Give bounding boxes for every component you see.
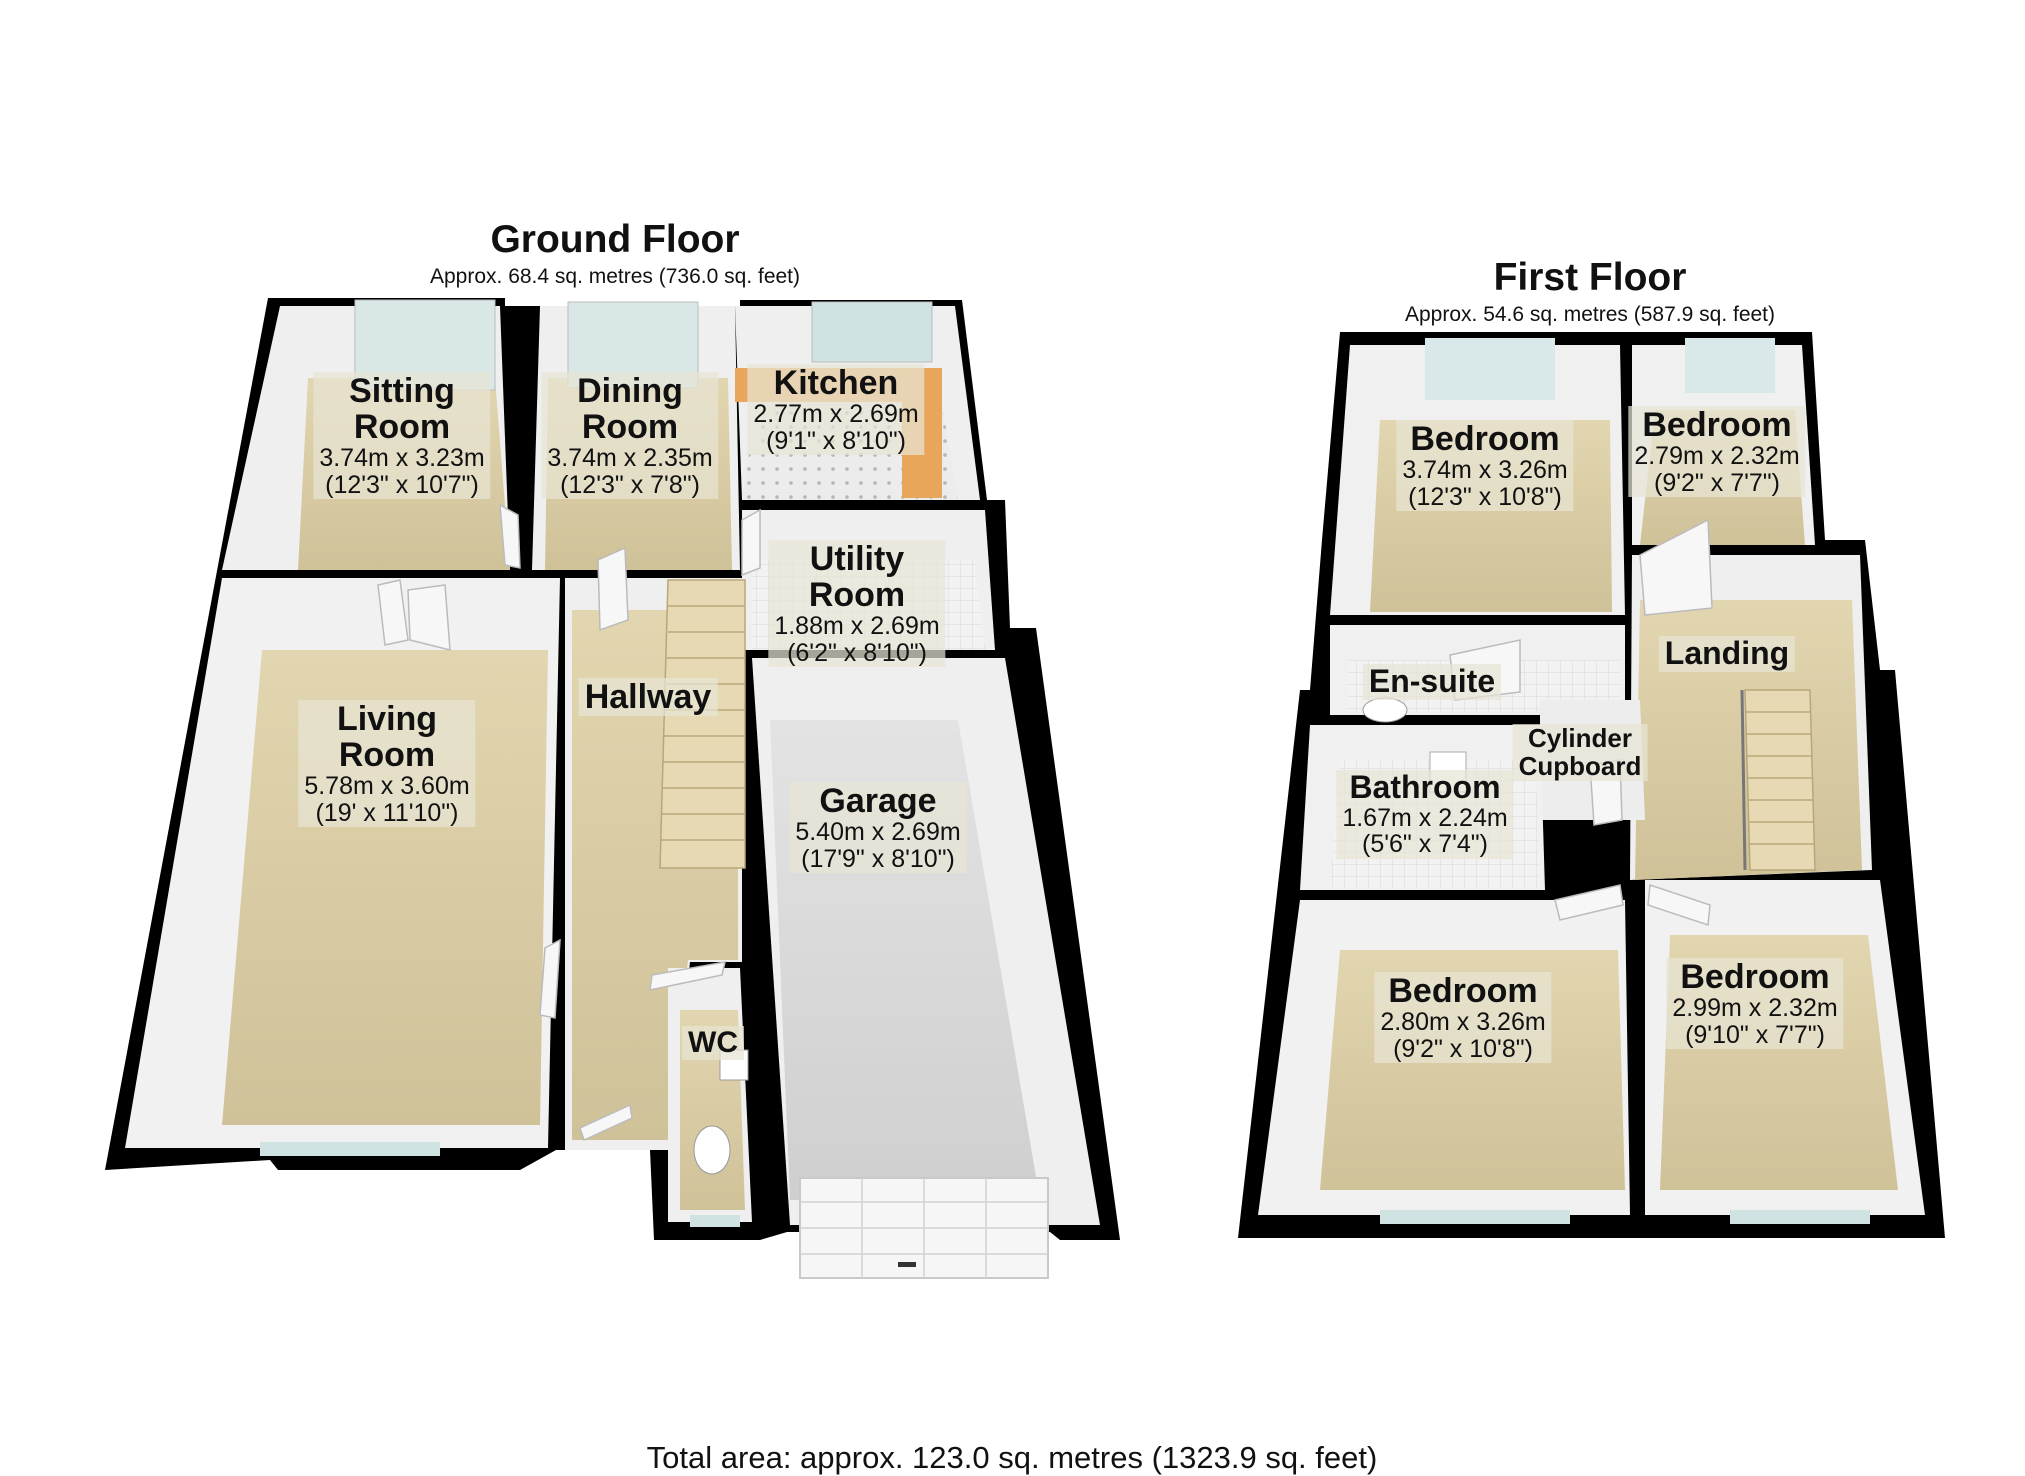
bedroom-4-metric: 2.99m x 2.32m <box>1672 994 1838 1023</box>
garage-label: Garage 5.40m x 2.69m (17'9" x 8'10") <box>789 782 967 874</box>
garage-metric: 5.40m x 2.69m <box>795 818 961 847</box>
cylinder-cupboard-name: Cylinder Cupboard <box>1518 723 1642 781</box>
dining-room-metric: 3.74m x 2.35m <box>547 444 713 473</box>
wc-front-window <box>690 1215 740 1227</box>
utility-room-metric: 1.88m x 2.69m <box>774 612 940 641</box>
garage-name: Garage <box>819 782 937 820</box>
landing-stairs <box>1740 689 1816 871</box>
first-floor-area: Approx. 54.6 sq. metres (587.9 sq. feet) <box>1404 303 1776 326</box>
bathroom-label: Bathroom 1.67m x 2.24m (5'6" x 7'4") <box>1336 769 1514 859</box>
bedroom-2-imperial: (9'2" x 7'7") <box>1654 468 1780 497</box>
kitchen-metric: 2.77m x 2.69m <box>753 400 919 429</box>
utility-room-label: Utility Room 1.88m x 2.69m (6'2" x 8'10"… <box>768 540 946 668</box>
dining-room-name: Dining Room <box>577 372 683 447</box>
sitting-room-metric: 3.74m x 3.23m <box>319 444 485 473</box>
cylinder-cupboard-label: Cylinder Cupboard <box>1512 723 1648 782</box>
bedroom-1-window <box>1425 338 1555 400</box>
living-room-front-window <box>260 1142 440 1156</box>
bedroom-1-metric: 3.74m x 3.26m <box>1402 456 1568 485</box>
ground-floor-area: Approx. 68.4 sq. metres (736.0 sq. feet) <box>429 265 801 288</box>
first-floor-title: First Floor <box>1493 256 1687 299</box>
bedroom-4-label: Bedroom 2.99m x 2.32m (9'10" x 7'7") <box>1666 958 1844 1050</box>
living-room-label: Living Room 5.78m x 3.60m (19' x 11'10") <box>298 700 476 828</box>
garage-door <box>799 1177 1049 1279</box>
kitchen-label: Kitchen 2.77m x 2.69m (9'1" x 8'10") <box>747 364 925 456</box>
bedroom-3-front-window <box>1380 1210 1570 1224</box>
bathroom-name: Bathroom <box>1349 769 1501 805</box>
ground-floor-doors <box>377 503 761 1142</box>
sitting-room-label: Sitting Room 3.74m x 3.23m (12'3" x 10'7… <box>313 372 491 500</box>
wc-name: WC <box>688 1026 738 1059</box>
hallway-name: Hallway <box>584 678 712 716</box>
hallway-stairs <box>659 579 746 869</box>
en-suite-name: En-suite <box>1368 663 1496 699</box>
en-suite-label: En-suite <box>1362 663 1502 700</box>
ground-floor-header: Ground Floor Approx. 68.4 sq. metres (73… <box>430 218 800 289</box>
bedroom-3-metric: 2.80m x 3.26m <box>1380 1008 1546 1037</box>
bedroom-2-name: Bedroom <box>1642 406 1792 444</box>
dining-room-label: Dining Room 3.74m x 2.35m (12'3" x 7'8") <box>541 372 719 500</box>
sitting-room-name: Sitting Room <box>349 372 455 447</box>
kitchen-name: Kitchen <box>773 364 899 402</box>
bedroom-4-name: Bedroom <box>1680 958 1830 996</box>
bedroom-3-imperial: (9'2" x 10'8") <box>1393 1034 1533 1063</box>
bedroom-2-label: Bedroom 2.79m x 2.32m (9'2" x 7'7") <box>1628 406 1806 498</box>
living-room-name: Living Room <box>336 700 438 775</box>
total-area: Total area: approx. 123.0 sq. metres (13… <box>646 1440 1378 1475</box>
wc-toilet <box>693 1125 731 1175</box>
landing-name: Landing <box>1664 635 1790 671</box>
bedroom-3-name: Bedroom <box>1388 972 1538 1010</box>
kitchen-imperial: (9'1" x 8'10") <box>766 426 906 455</box>
bathroom-imperial: (5'6" x 7'4") <box>1362 830 1488 859</box>
kitchen-window <box>811 301 933 363</box>
bedroom-2-metric: 2.79m x 2.32m <box>1634 442 1800 471</box>
living-room-metric: 5.78m x 3.60m <box>304 772 470 801</box>
dining-room-imperial: (12'3" x 7'8") <box>560 470 700 499</box>
en-suite-toilet <box>1362 697 1408 723</box>
bedroom-4-imperial: (9'10" x 7'7") <box>1685 1020 1825 1049</box>
bedroom-1-name: Bedroom <box>1410 420 1560 458</box>
living-room-imperial: (19' x 11'10") <box>315 798 459 827</box>
bedroom-1-imperial: (12'3" x 10'8") <box>1408 482 1562 511</box>
sitting-room-imperial: (12'3" x 10'7") <box>325 470 479 499</box>
ground-floor-title: Ground Floor <box>490 218 740 261</box>
utility-room-name: Utility Room <box>808 540 906 615</box>
garage-imperial: (17'9" x 8'10") <box>801 844 955 873</box>
bedroom-1-label: Bedroom 3.74m x 3.26m (12'3" x 10'8") <box>1396 420 1574 512</box>
bedroom-2-window <box>1685 338 1775 393</box>
utility-room-imperial: (6'2" x 8'10") <box>787 638 927 667</box>
bedroom-4-front-window <box>1730 1210 1870 1224</box>
bathroom-metric: 1.67m x 2.24m <box>1342 803 1508 832</box>
first-floor-header: First Floor Approx. 54.6 sq. metres (587… <box>1405 256 1775 327</box>
hallway-label: Hallway <box>578 678 718 717</box>
landing-label: Landing <box>1658 635 1796 672</box>
bedroom-3-label: Bedroom 2.80m x 3.26m (9'2" x 10'8") <box>1374 972 1552 1064</box>
wc-label: WC <box>682 1026 744 1060</box>
